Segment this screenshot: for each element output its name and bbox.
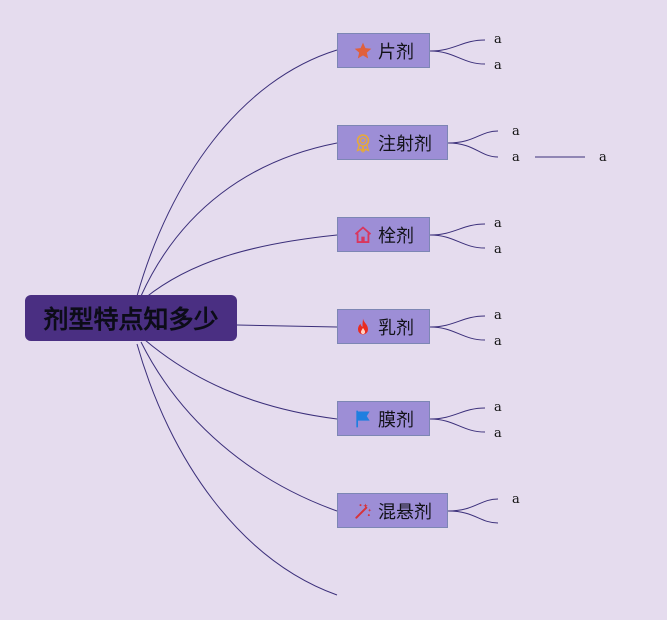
star-icon xyxy=(353,41,373,61)
home-icon xyxy=(353,225,373,245)
branch-pianji[interactable]: 片剂 xyxy=(337,33,430,68)
branch-label: 膜剂 xyxy=(378,409,414,431)
leaf-node[interactable]: a xyxy=(494,242,502,257)
connector-root-ruji xyxy=(236,324,338,328)
connector-root-moji xyxy=(144,339,338,420)
branch-moji[interactable]: 膜剂 xyxy=(337,401,430,436)
branch-label: 乳剂 xyxy=(378,317,414,339)
connector-root-empty xyxy=(136,343,338,596)
award-icon xyxy=(353,133,373,153)
branch-label: 栓剂 xyxy=(378,225,414,247)
branch-zhusheji[interactable]: 注射剂 xyxy=(337,125,448,160)
branch-hunxuanji[interactable]: 混悬剂 xyxy=(337,493,448,528)
flag-icon xyxy=(353,409,373,429)
leaf-node[interactable]: a xyxy=(599,150,607,165)
branch-label: 注射剂 xyxy=(378,133,432,155)
branch-ruji[interactable]: 乳剂 xyxy=(337,309,430,344)
branch-label: 混悬剂 xyxy=(378,501,432,523)
connector-root-shuanji xyxy=(144,234,338,299)
leaf-node[interactable]: a xyxy=(494,32,502,47)
leaf-node[interactable]: a xyxy=(494,400,502,415)
root-topic[interactable]: 剂型特点知多少 xyxy=(25,295,237,341)
leaf-node[interactable]: a xyxy=(512,124,520,139)
leaf-node[interactable]: a xyxy=(494,308,502,323)
leaf-node[interactable]: a xyxy=(494,334,502,349)
connector-root-zhusheji xyxy=(140,142,338,297)
connector-root-pianji xyxy=(136,49,338,297)
magic-wand-icon xyxy=(353,501,373,521)
leaf-node[interactable]: a xyxy=(512,150,520,165)
branch-shuanji[interactable]: 栓剂 xyxy=(337,217,430,252)
branch-label: 片剂 xyxy=(378,41,414,63)
leaf-node[interactable]: a xyxy=(494,58,502,73)
connector-root-hunxuanji xyxy=(140,341,338,512)
leaf-node[interactable]: a xyxy=(494,216,502,231)
leaf-node[interactable]: a xyxy=(494,426,502,441)
fire-icon xyxy=(353,317,373,337)
leaf-node[interactable]: a xyxy=(512,492,520,507)
